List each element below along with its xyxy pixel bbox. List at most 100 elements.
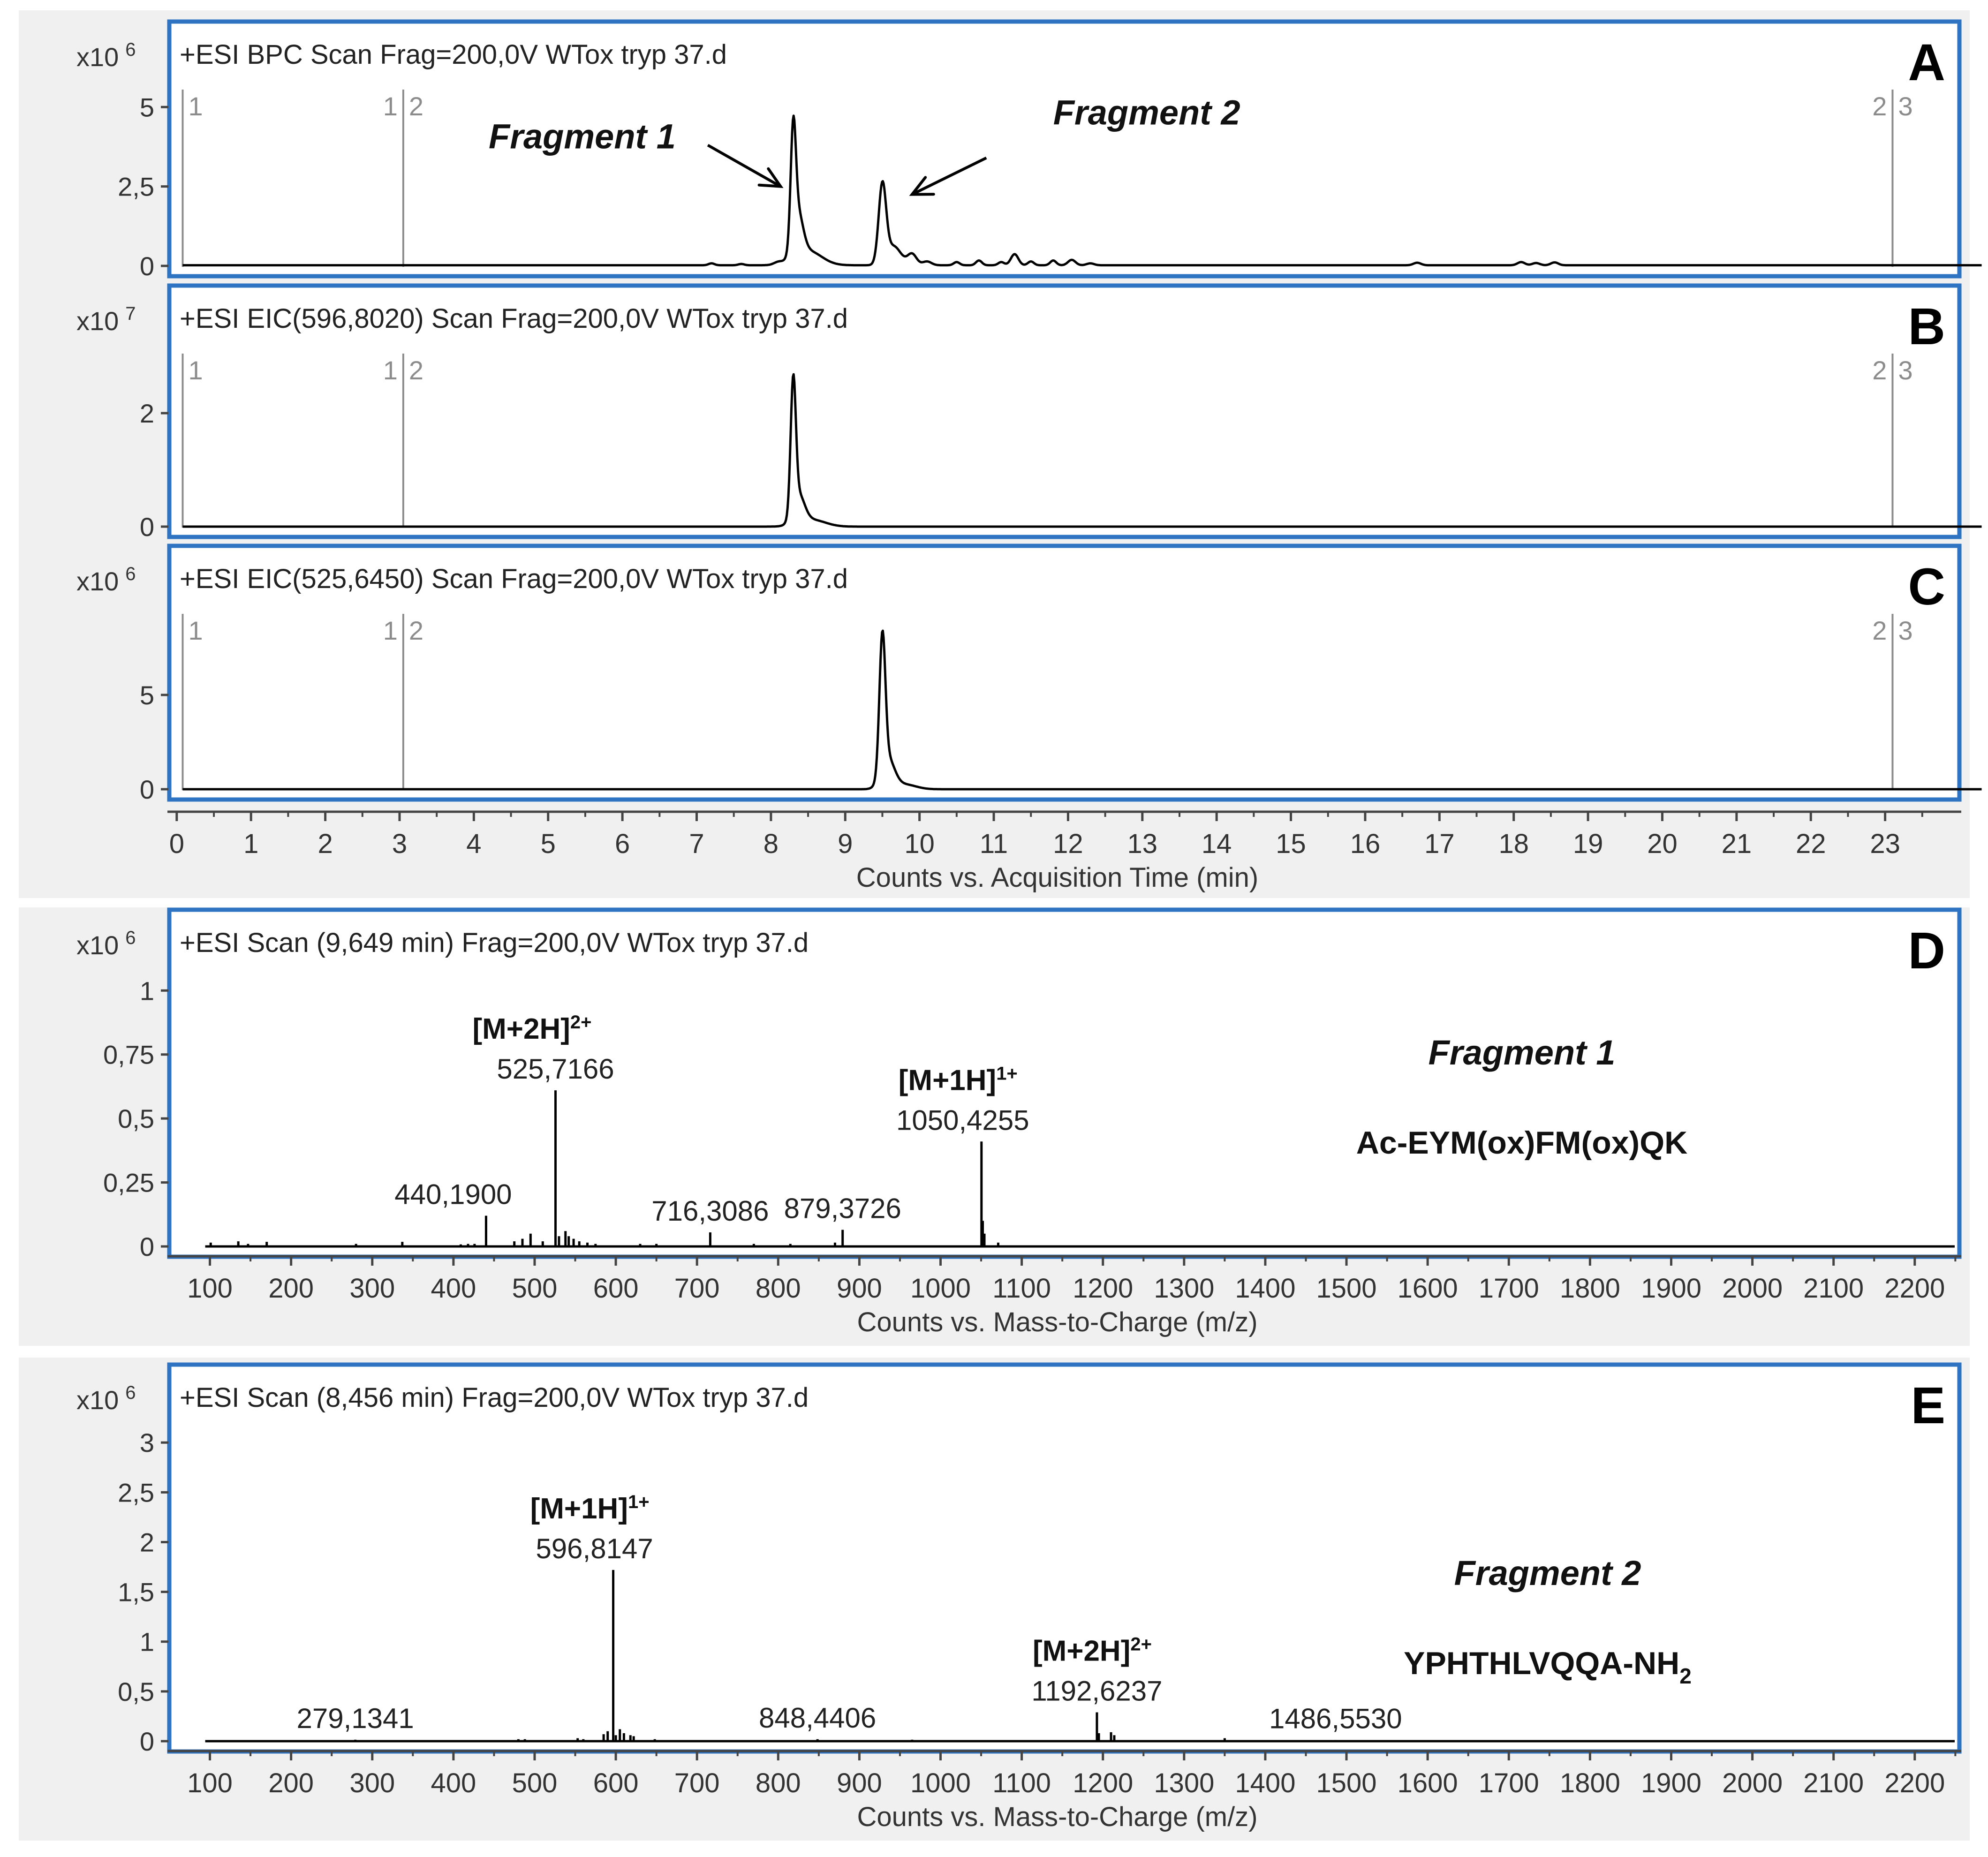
- y-tick-label: 3: [140, 1428, 154, 1457]
- time-marker-label: 3: [1898, 616, 1912, 645]
- annotation-arrowhead: [909, 176, 935, 196]
- x-tick-label: 2000: [1722, 1273, 1783, 1304]
- x-tick-label: 1: [243, 829, 258, 859]
- y-tick-label: 0: [140, 775, 154, 804]
- x-tick-label: 1100: [992, 1273, 1051, 1304]
- x-tick-label: 800: [756, 1273, 801, 1304]
- y-tick-label: 0: [140, 1727, 154, 1756]
- x-tick-label: 21: [1722, 829, 1752, 859]
- peak-mz-label: 1050,4255: [896, 1104, 1029, 1136]
- time-marker-label: 2: [409, 616, 423, 645]
- peak-mz-label: 848,4406: [759, 1702, 876, 1734]
- x-tick-label: 22: [1796, 829, 1826, 859]
- y-multiplier-base: x10: [76, 1385, 119, 1415]
- x-tick-label: 200: [268, 1768, 314, 1798]
- chromatogram-trace: [182, 373, 1982, 528]
- x-tick-label: 8: [763, 829, 779, 859]
- peak-mz-label: 879,3726: [784, 1193, 901, 1224]
- y-tick-label: 0: [140, 251, 154, 281]
- x-tick-label: 2100: [1803, 1273, 1864, 1304]
- x-tick-label: 2: [317, 829, 333, 859]
- x-tick-label: 1500: [1316, 1273, 1377, 1304]
- time-marker-label: 3: [1898, 355, 1912, 385]
- ion-label: [M+1H]1+: [530, 1492, 650, 1525]
- peptide-sequence: YPHTHLVQQA-NH2: [1404, 1646, 1692, 1688]
- x-tick-label: 800: [756, 1768, 801, 1798]
- y-tick-label: 1: [140, 1627, 154, 1657]
- x-tick-label: 7: [689, 829, 704, 859]
- time-marker-label: 1: [189, 91, 203, 121]
- x-tick-label: 10: [904, 829, 935, 859]
- y-tick-label: 5: [140, 92, 154, 122]
- x-tick-label: 300: [349, 1768, 395, 1798]
- x-tick-label: 2200: [1884, 1768, 1945, 1798]
- time-marker-label: 1: [189, 355, 203, 385]
- x-tick-label: 600: [593, 1273, 639, 1304]
- y-tick-label: 0: [140, 1232, 154, 1261]
- ion-label: [M+2H]2+: [472, 1012, 591, 1045]
- panel-frame: [167, 283, 1962, 539]
- time-marker-label: 1: [383, 355, 398, 385]
- peptide-sequence-subscript: 2: [1679, 1664, 1692, 1688]
- x-tick-label: 1900: [1641, 1768, 1701, 1798]
- x-tick-label: 2100: [1803, 1768, 1864, 1798]
- x-tick-label: 700: [674, 1768, 720, 1798]
- time-marker-label: 3: [1898, 91, 1912, 121]
- x-tick-label: 1600: [1398, 1768, 1458, 1798]
- panel-header: +ESI EIC(596,8020) Scan Frag=200,0V WTox…: [180, 303, 848, 334]
- x-tick-label: 2000: [1722, 1768, 1783, 1798]
- y-multiplier-exponent: 6: [125, 564, 136, 584]
- peak-mz-label: 440,1900: [394, 1179, 512, 1210]
- panel-e: +ESI Scan (8,456 min) Frag=200,0V WTox t…: [76, 1362, 1962, 1832]
- panel-letter: D: [1908, 922, 1945, 980]
- y-multiplier-exponent: 6: [125, 39, 136, 60]
- panel-frame: [167, 907, 1962, 1259]
- y-multiplier-exponent: 7: [125, 303, 136, 324]
- x-tick-label: 1000: [910, 1273, 971, 1304]
- ion-label-charge: 2+: [1130, 1634, 1152, 1654]
- y-tick-label: 0,75: [103, 1040, 154, 1070]
- panel-letter: B: [1908, 298, 1945, 355]
- x-tick-label: 1400: [1235, 1273, 1295, 1304]
- x-tick-label: 19: [1573, 829, 1603, 859]
- ion-label-base: [M+1H]: [530, 1493, 628, 1525]
- x-tick-label: 4: [466, 829, 481, 859]
- x-axis-title: Counts vs. Mass-to-Charge (m/z): [857, 1802, 1257, 1832]
- panel-header: +ESI BPC Scan Frag=200,0V WTox tryp 37.d: [180, 39, 727, 70]
- time-marker-label: 1: [383, 91, 398, 121]
- x-tick-label: 1000: [910, 1768, 971, 1798]
- panel-header: +ESI EIC(525,6450) Scan Frag=200,0V WTox…: [180, 564, 848, 594]
- x-tick-label: 18: [1498, 829, 1529, 859]
- y-tick-label: 5: [140, 680, 154, 710]
- x-tick-label: 2200: [1884, 1273, 1945, 1304]
- annotation-arrowhead: [757, 167, 784, 188]
- x-tick-label: 1800: [1560, 1768, 1620, 1798]
- ion-label-base: [M+1H]: [899, 1064, 996, 1096]
- time-marker-label: 2: [1872, 616, 1887, 645]
- ion-label-charge: 2+: [570, 1012, 592, 1033]
- y-tick-label: 2: [140, 1527, 154, 1557]
- x-tick-label: 1500: [1316, 1768, 1377, 1798]
- x-tick-label: 17: [1424, 829, 1455, 859]
- panel-letter: E: [1911, 1377, 1945, 1434]
- peak-mz-label: 525,7166: [497, 1053, 614, 1085]
- y-tick-label: 0,5: [118, 1677, 154, 1706]
- ion-label: [M+2H]2+: [1033, 1634, 1152, 1667]
- x-tick-label: 1600: [1398, 1273, 1458, 1304]
- x-tick-label: 16: [1350, 829, 1381, 859]
- y-tick-label: 0,5: [118, 1104, 154, 1133]
- x-tick-label: 1200: [1073, 1768, 1133, 1798]
- x-tick-label: 12: [1053, 829, 1083, 859]
- ion-label-base: [M+2H]: [1033, 1635, 1130, 1667]
- ion-label: [M+1H]1+: [899, 1063, 1018, 1096]
- panel-header: +ESI Scan (8,456 min) Frag=200,0V WTox t…: [180, 1382, 809, 1413]
- y-tick-label: 0,25: [103, 1168, 154, 1198]
- peak-mz-label: 1486,5530: [1269, 1703, 1402, 1734]
- y-tick-label: 2,5: [118, 172, 154, 202]
- ion-label-charge: 1+: [996, 1063, 1018, 1084]
